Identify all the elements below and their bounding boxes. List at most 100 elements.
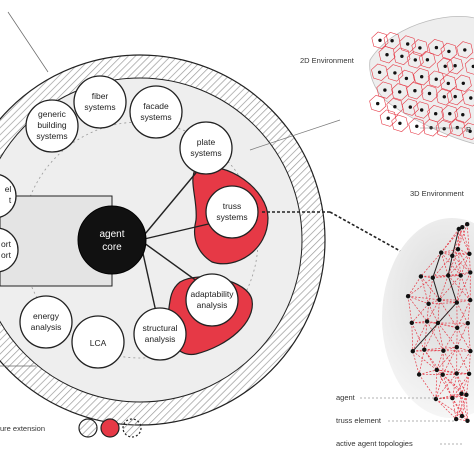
svg-text:building: building: [37, 120, 67, 130]
legend-swatch-red: [100, 418, 120, 438]
svg-text:fiber: fiber: [92, 91, 109, 101]
truss-element: [456, 275, 462, 303]
voronoi-agent-dot: [386, 116, 390, 120]
truss-element: [412, 351, 420, 375]
module-label-line: systems: [84, 102, 115, 112]
module-energy-analysis[interactable]: energy analysis: [19, 295, 73, 349]
active-agent-topology: [412, 302, 458, 352]
module-label-line: systems: [36, 131, 67, 141]
truss-agent-node: [466, 371, 472, 376]
sphere-volume: [382, 218, 474, 418]
module-generic-building-systems[interactable]: generic building systems: [25, 99, 79, 153]
voronoi-agent-dot: [443, 64, 447, 69]
left-fragment-top: el t: [0, 174, 17, 218]
truss-element: [442, 347, 458, 375]
truss-agent-node: [454, 300, 459, 305]
truss-element: [442, 373, 457, 376]
truss-element: [439, 275, 461, 301]
truss-element: [411, 322, 425, 350]
truss-element: [461, 373, 470, 394]
active-agent-topology: [447, 275, 458, 303]
legend-swatch-dashed: [122, 418, 142, 438]
svg-text:LCA: LCA: [90, 338, 107, 348]
voronoi-agent-dot: [468, 129, 472, 133]
voronoi-cell: [441, 105, 459, 123]
voronoi-cell: [376, 81, 394, 99]
voronoi-agent-dot: [446, 81, 450, 86]
svg-text:agent: agent: [99, 229, 124, 240]
voronoi-cell: [461, 122, 474, 140]
truss-agent-node: [465, 321, 470, 326]
module-plate-systems[interactable]: plate systems: [179, 121, 233, 175]
truss-element: [435, 374, 444, 400]
voronoi-agent-dot: [420, 75, 424, 79]
truss-element: [457, 224, 468, 250]
svg-text:el: el: [5, 184, 12, 194]
truss-element: [456, 323, 469, 348]
truss-element: [461, 227, 470, 254]
voronoi-cell: [386, 64, 404, 82]
truss-element: [426, 299, 440, 322]
truss-agent-node: [468, 270, 473, 275]
legend-swatch-hatched: [78, 418, 98, 438]
module-facade-systems[interactable]: facade systems: [129, 85, 183, 139]
svg-text:ort: ort: [1, 250, 12, 260]
voronoi-cell: [391, 114, 409, 132]
truss-element: [423, 321, 428, 350]
voronoi-agent-dot: [400, 54, 404, 58]
leader-plate-to-2d: [249, 119, 341, 151]
module-truss-systems[interactable]: truss systems: [205, 185, 259, 239]
module-label-line: energy: [33, 311, 60, 321]
truss-agent-node: [455, 247, 461, 252]
agent-core[interactable]: agent core: [77, 205, 147, 275]
truss-element: [458, 228, 470, 254]
truss-element: [407, 296, 413, 323]
voronoi-agent-dot: [413, 58, 417, 62]
voronoi-cell: [448, 118, 466, 137]
truss-agent-node: [459, 391, 464, 396]
module-label-line: systems: [140, 112, 171, 122]
fragment-label-line: ort: [1, 250, 12, 260]
env-3d-label: 3D Environment: [410, 189, 465, 198]
truss-agent-node: [439, 250, 444, 255]
legend-agent-label: agent: [336, 393, 356, 402]
module-fiber-systems[interactable]: fiber systems: [73, 75, 127, 129]
voronoi-agent-dot: [408, 105, 412, 109]
voronoi-agent-dot: [448, 112, 452, 116]
active-agent-topology: [451, 228, 460, 256]
voronoi-agent-dot: [420, 108, 424, 112]
svg-text:energy: energy: [33, 311, 60, 321]
annotation-leader-top: [7, 11, 49, 73]
voronoi-cell: [427, 70, 445, 88]
voronoi-agent-dot: [455, 125, 459, 130]
module-lca[interactable]: LCA: [71, 315, 125, 369]
voronoi-agent-dot: [413, 89, 417, 93]
truss-element: [424, 349, 444, 352]
truss-agent-node: [409, 320, 414, 325]
module-structural-analysis[interactable]: structural analysis: [133, 307, 187, 361]
voronoi-agent-dot: [442, 127, 446, 131]
truss-element: [452, 394, 467, 399]
voronoi-agent-dot: [453, 63, 457, 68]
truss-agent-node: [424, 319, 430, 324]
truss-element: [408, 295, 440, 301]
voronoi-cell: [399, 35, 417, 53]
voronoi-agent-dot: [434, 77, 438, 81]
truss-element: [456, 350, 471, 374]
bottom-legend: ure extension: [0, 418, 142, 438]
svg-text:systems: systems: [84, 102, 115, 112]
truss-element: [451, 255, 462, 276]
truss-agent-node: [433, 396, 439, 402]
truss-element: [411, 303, 429, 324]
truss-element: [437, 322, 444, 351]
module-label-line: analysis: [31, 322, 62, 332]
truss-agent-node: [418, 274, 424, 279]
truss-element: [407, 295, 429, 305]
legend-3d: agent truss element active agent topolog…: [336, 393, 462, 448]
voronoi-cell: [422, 119, 440, 137]
truss-element: [432, 255, 453, 278]
module-adaptability-analysis[interactable]: adaptability analysis: [185, 273, 239, 327]
voronoi-cell: [406, 51, 424, 69]
voronoi-cells: [369, 31, 474, 140]
truss-element: [442, 374, 462, 394]
